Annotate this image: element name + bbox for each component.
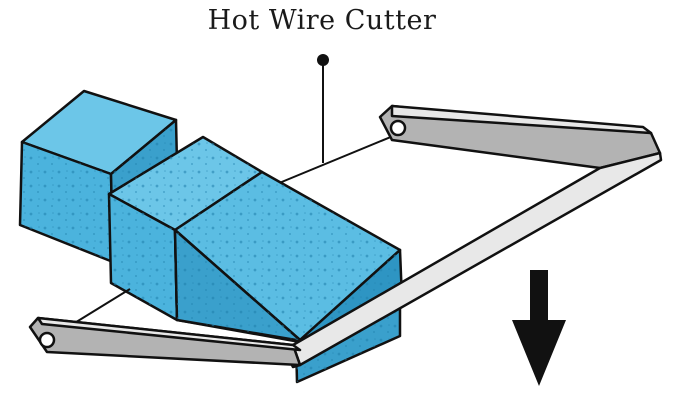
down-arrow-icon <box>512 270 566 386</box>
cutter-frame-front-arm <box>28 316 302 367</box>
diagram-title: Hot Wire Cutter <box>207 5 437 36</box>
label-pointer <box>317 54 329 163</box>
cutter-frame-back-arm <box>378 104 662 170</box>
foam-block-large <box>107 135 404 344</box>
